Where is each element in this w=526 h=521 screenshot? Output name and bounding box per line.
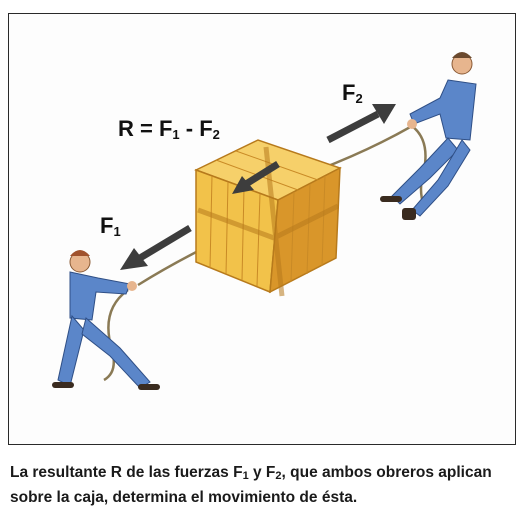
force1-label: F1 xyxy=(100,213,121,239)
force2-label: F2 xyxy=(342,80,363,106)
resultant-label: R = F1 - F2 xyxy=(118,116,220,142)
resultant-arrow xyxy=(232,161,280,194)
force2-arrow xyxy=(326,104,396,144)
figure-caption: La resultante R de las fuerzas F1 y F2, … xyxy=(10,464,492,506)
force1-arrow xyxy=(120,224,192,270)
crate xyxy=(194,139,342,297)
worker-left xyxy=(52,250,160,390)
rope-right xyxy=(317,124,413,172)
worker-right xyxy=(380,52,477,220)
